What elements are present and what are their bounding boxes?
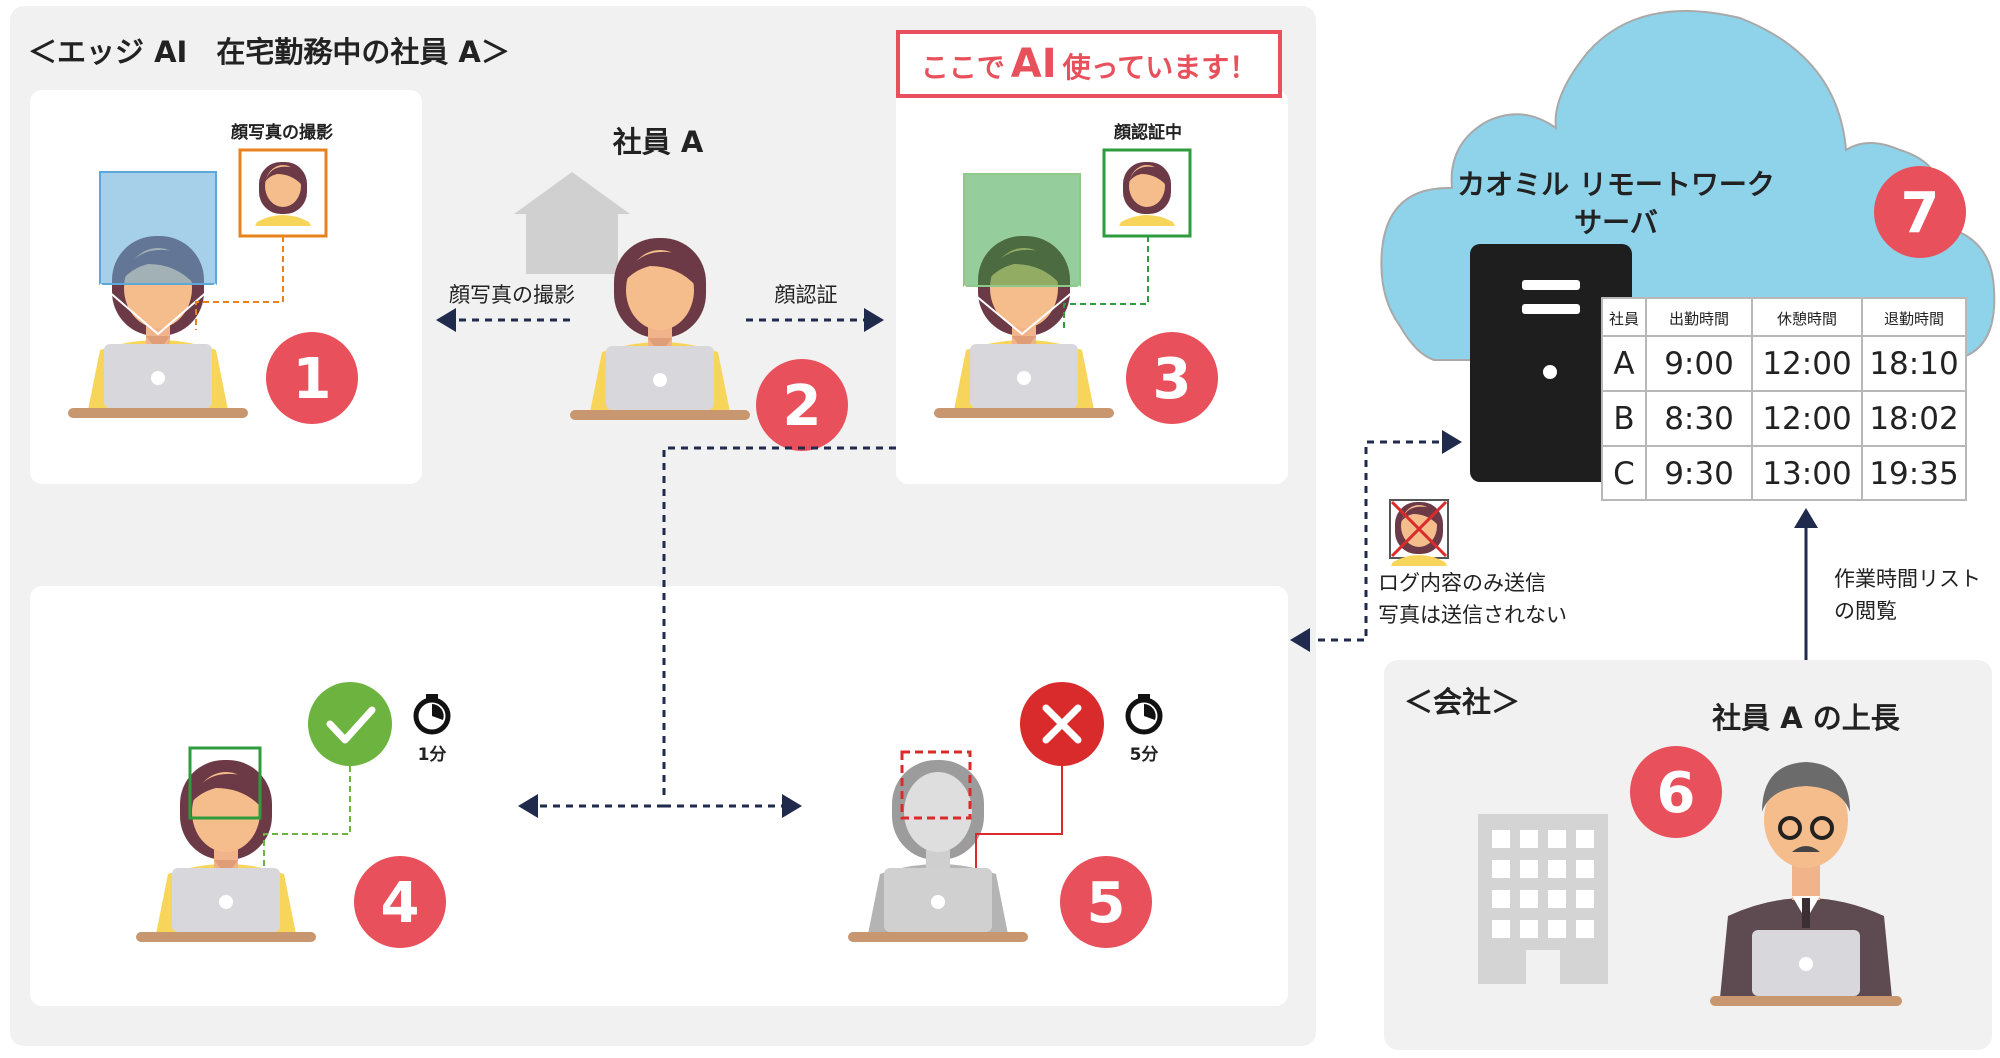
no-photo-icon	[1389, 499, 1449, 566]
attendance-table: 社員 出勤時間 休憩時間 退勤時間 A 9:00 12:00 18:10 B 8…	[1601, 297, 1967, 501]
step-5-badge	[1060, 856, 1152, 948]
house-icon	[514, 172, 630, 274]
face-detect-box	[188, 746, 262, 820]
cloud-title-1: カオミル リモートワーク	[1457, 168, 1775, 201]
arrow-to-present	[518, 794, 538, 818]
arrow-right-auth	[864, 308, 884, 332]
step-3-number: 3	[1153, 347, 1192, 412]
step-1-badge	[266, 332, 358, 424]
face-scan-box-green	[963, 173, 1081, 287]
step-5-number: 5	[1087, 871, 1126, 936]
step-1-number: 1	[293, 347, 332, 412]
arrow-to-table	[1794, 508, 1818, 528]
step-6-number: 6	[1657, 761, 1696, 826]
arrow-to-server	[1442, 430, 1462, 454]
step-6-badge	[1630, 746, 1722, 838]
step-7-number: 7	[1901, 181, 1940, 246]
table-cell-0-0: A	[1613, 346, 1634, 382]
timer-5: 5分	[1130, 745, 1159, 765]
table-cell-2-0: C	[1613, 456, 1635, 492]
table-cell-1-3: 18:02	[1869, 401, 1958, 437]
table-cell-0-3: 18:10	[1869, 346, 1958, 382]
table-header-0: 社員	[1609, 310, 1639, 328]
table-cell-1-2: 12:00	[1762, 401, 1851, 437]
table-cell-0-2: 12:00	[1762, 346, 1851, 382]
face-missing-box	[900, 750, 972, 820]
review-note-1: 作業時間リスト	[1834, 567, 1981, 591]
panel-capture	[30, 90, 422, 484]
table-cell-0-1: 9:00	[1664, 346, 1734, 382]
boss-label: 社員 A の上長	[1712, 701, 1901, 735]
employee-a-title: 社員 A	[613, 125, 704, 159]
edge-title: ＜エッジ AI 在宅勤務中の社員 A＞	[28, 35, 510, 69]
check-icon	[308, 682, 392, 766]
server-icon	[1470, 244, 1632, 482]
boss-figure	[1710, 762, 1902, 1006]
timer-1: 1分	[418, 745, 447, 765]
table-header-1: 出勤時間	[1669, 310, 1729, 328]
right-arrow-label: 顔認証	[775, 283, 838, 307]
table-cell-1-1: 8:30	[1664, 401, 1734, 437]
table-cell-2-2: 13:00	[1762, 456, 1851, 492]
auth-caption: 顔認証中	[1113, 122, 1182, 143]
table-header-3: 退勤時間	[1884, 310, 1944, 328]
log-note-1: ログ内容のみ送信	[1378, 571, 1546, 595]
table-header-2: 休憩時間	[1777, 310, 1837, 328]
left-arrow-label: 顔写真の撮影	[449, 283, 575, 307]
table-cell-1-0: B	[1613, 401, 1634, 437]
arrow-left-capture	[436, 308, 456, 332]
step-3-badge	[1126, 332, 1218, 424]
step-4-number: 4	[381, 871, 420, 936]
panel-face-auth	[896, 90, 1288, 484]
review-note-2: の閲覧	[1834, 599, 1897, 623]
step-4-badge	[354, 856, 446, 948]
log-note-2: 写真は送信されない	[1378, 603, 1567, 627]
cloud-title-2: サーバ	[1574, 206, 1658, 239]
step-7-badge	[1874, 166, 1966, 258]
step-2-badge	[756, 359, 848, 451]
table-cell-2-1: 9:30	[1664, 456, 1734, 492]
face-scan-box-blue	[99, 171, 217, 285]
capture-caption: 顔写真の撮影	[230, 122, 333, 143]
ai-badge	[896, 30, 1282, 98]
arrow-to-absent	[782, 794, 802, 818]
arrow-to-edge	[1290, 628, 1310, 652]
office-building-icon	[1478, 814, 1608, 984]
table-cell-2-3: 19:35	[1869, 456, 1958, 492]
company-title: ＜会社＞	[1404, 685, 1520, 719]
step-2-number: 2	[783, 374, 822, 439]
